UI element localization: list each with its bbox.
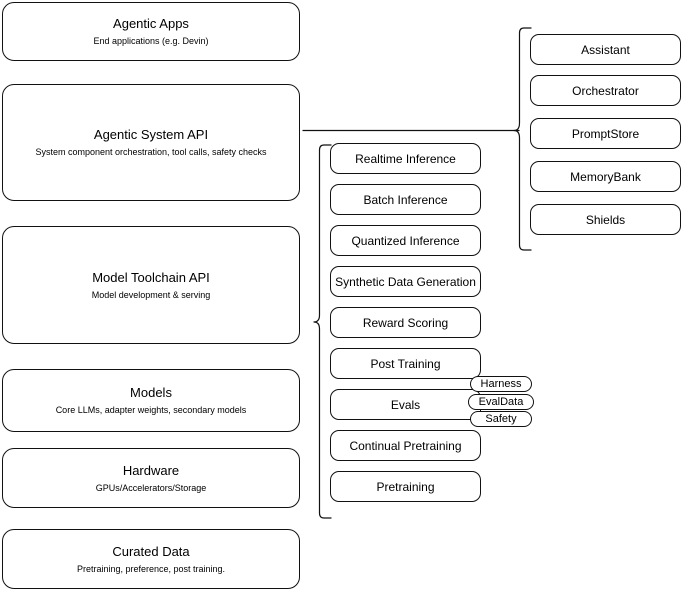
layer-curated-data[interactable]: Curated Data Pretraining, preference, po… (2, 529, 300, 589)
layer-agentic-system-api[interactable]: Agentic System API System component orch… (2, 84, 300, 201)
layer-title: Agentic System API (93, 127, 209, 142)
capability-batch-inference[interactable]: Batch Inference (330, 184, 481, 215)
component-promptstore[interactable]: PromptStore (530, 118, 681, 149)
layer-hardware[interactable]: Hardware GPUs/Accelerators/Storage (2, 448, 300, 508)
component-assistant[interactable]: Assistant (530, 34, 681, 65)
brace-middle-capabilities (313, 144, 332, 519)
capability-reward-scoring[interactable]: Reward Scoring (330, 307, 481, 338)
layer-models[interactable]: Models Core LLMs, adapter weights, secon… (2, 369, 300, 432)
layer-subtitle: End applications (e.g. Devin) (93, 36, 209, 46)
capability-evals[interactable]: Evals (330, 389, 481, 420)
layer-title: Hardware (122, 462, 180, 478)
layer-title: Agentic Apps (113, 16, 189, 31)
layer-model-toolchain-api[interactable]: Model Toolchain API Model development & … (2, 226, 300, 344)
layer-subtitle: Model development & serving (91, 289, 211, 300)
eval-pill-safety[interactable]: Safety (470, 411, 532, 427)
eval-pill-evaldata[interactable]: EvalData (468, 394, 534, 410)
capability-continual-pretraining[interactable]: Continual Pretraining (330, 430, 481, 461)
capability-synthetic-data-generation[interactable]: Synthetic Data Generation (330, 266, 481, 297)
layer-subtitle: Core LLMs, adapter weights, secondary mo… (55, 405, 247, 415)
layer-subtitle: Pretraining, preference, post training. (76, 563, 226, 574)
component-orchestrator[interactable]: Orchestrator (530, 75, 681, 106)
layer-subtitle: GPUs/Accelerators/Storage (95, 482, 207, 493)
brace-right-components (513, 27, 532, 251)
layer-title: Models (130, 385, 172, 400)
capability-post-training[interactable]: Post Training (330, 348, 481, 379)
layer-title: Model Toolchain API (92, 269, 210, 285)
capability-realtime-inference[interactable]: Realtime Inference (330, 143, 481, 174)
component-shields[interactable]: Shields (530, 204, 681, 235)
layer-agentic-apps[interactable]: Agentic Apps End applications (e.g. Devi… (2, 2, 300, 61)
capability-quantized-inference[interactable]: Quantized Inference (330, 225, 481, 256)
layer-subtitle: System component orchestration, tool cal… (35, 147, 267, 157)
capability-pretraining[interactable]: Pretraining (330, 471, 481, 502)
component-memorybank[interactable]: MemoryBank (530, 161, 681, 192)
layer-title: Curated Data (112, 543, 190, 559)
eval-pill-harness[interactable]: Harness (470, 376, 532, 392)
